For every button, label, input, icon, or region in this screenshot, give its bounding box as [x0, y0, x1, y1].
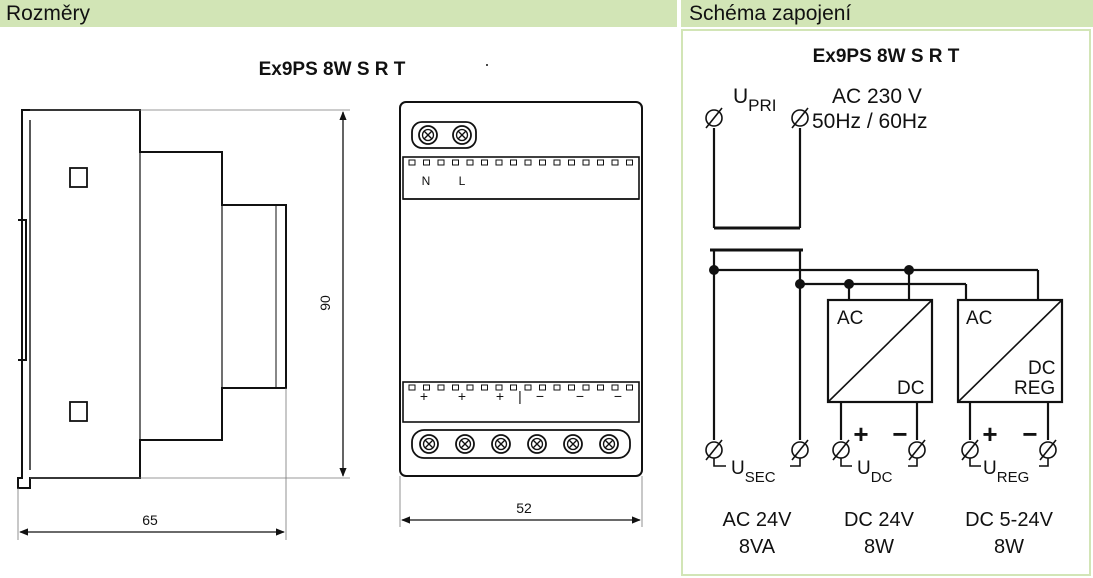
- wiring-header: Schéma zapojení: [681, 0, 1093, 27]
- comb-tick: [611, 159, 619, 166]
- u-dc-label: UDC: [857, 458, 893, 486]
- u-pri-label: UPRI: [733, 85, 777, 115]
- comb-tick: [495, 159, 503, 166]
- dc-minus-sign: −: [892, 419, 907, 449]
- u-sec-label: USEC: [731, 458, 776, 486]
- comb-tick: [539, 384, 546, 391]
- terminal-label-minus-3: −: [614, 388, 622, 404]
- comb-tick: [495, 384, 503, 391]
- side-view-drawing: [17, 109, 287, 489]
- comb-tick: [510, 384, 517, 391]
- comb-tick: [568, 159, 575, 166]
- u-reg-label: UREG: [983, 458, 1029, 486]
- comb-tick: [597, 159, 604, 166]
- comb-tick: [481, 384, 488, 391]
- comb-tick: [582, 159, 590, 166]
- output2-line2: 8W: [864, 536, 894, 558]
- terminal-label-minus-1: −: [536, 388, 544, 404]
- ac-input-label: AC 230 V: [832, 85, 922, 108]
- output3-line1: DC 5-24V: [965, 509, 1053, 531]
- comb-tick: [423, 159, 430, 166]
- comb-tick: [481, 159, 488, 166]
- reg-plus-sign: +: [982, 419, 997, 449]
- output3-line2: 8W: [994, 536, 1024, 558]
- comb-tick: [611, 384, 619, 391]
- terminal-label-n: N: [422, 174, 431, 188]
- block2-reg-label: REG: [1014, 378, 1055, 399]
- comb-tick: [582, 384, 590, 391]
- block2-dc-label: DC: [1028, 358, 1055, 379]
- comb-tick: [466, 159, 474, 166]
- block2-ac-label: AC: [966, 308, 992, 329]
- comb-tick: [524, 384, 532, 391]
- terminal-label-plus-1: +: [420, 388, 428, 404]
- comb-tick: [437, 159, 445, 166]
- comb-tick: [626, 384, 633, 391]
- comb-tick: [539, 159, 546, 166]
- terminal-label-minus-2: −: [576, 388, 584, 404]
- reg-minus-sign: −: [1022, 419, 1037, 449]
- dimensions-title: Ex9PS 8W S R T: [259, 59, 406, 80]
- dc-plus-sign: +: [853, 419, 868, 449]
- frequency-label: 50Hz / 60Hz: [812, 110, 928, 133]
- output1-line1: AC 24V: [723, 509, 793, 531]
- comb-tick: [466, 384, 474, 391]
- output1-line2: 8VA: [739, 536, 776, 558]
- dim-side-width-label: 65: [142, 512, 158, 528]
- comb-tick: [626, 159, 633, 166]
- comb-tick: [408, 159, 416, 166]
- wiring-title: Ex9PS 8W S R T: [813, 46, 960, 67]
- comb-tick: [452, 159, 459, 166]
- comb-tick: [408, 384, 416, 391]
- terminal-label-plus-3: +: [496, 388, 504, 404]
- comb-tick: [597, 384, 604, 391]
- dim-front-width-label: 52: [516, 500, 532, 516]
- terminal-label-plus-2: +: [458, 388, 466, 404]
- front-view-drawing: [399, 101, 643, 477]
- comb-tick: [524, 159, 532, 166]
- comb-tick: [510, 159, 517, 166]
- comb-tick: [452, 384, 459, 391]
- dim-height-label: 90: [317, 295, 333, 311]
- output2-line1: DC 24V: [844, 509, 915, 531]
- front-bottom-ticks: [408, 384, 633, 391]
- block1-ac-label: AC: [837, 308, 863, 329]
- block1-dc-label: DC: [897, 378, 924, 399]
- comb-tick: [437, 384, 445, 391]
- comb-tick: [553, 384, 561, 391]
- terminal-divider: |: [518, 388, 522, 404]
- comb-tick: [568, 384, 575, 391]
- comb-tick: [423, 384, 430, 391]
- terminal-label-l: L: [459, 174, 466, 188]
- dimensions-header: Rozměry: [0, 0, 677, 27]
- wiring-panel: [681, 29, 1091, 576]
- junction-dots: [709, 265, 914, 289]
- wiring-lines: [710, 128, 1064, 467]
- front-top-ticks: [408, 159, 633, 166]
- comb-tick: [553, 159, 561, 166]
